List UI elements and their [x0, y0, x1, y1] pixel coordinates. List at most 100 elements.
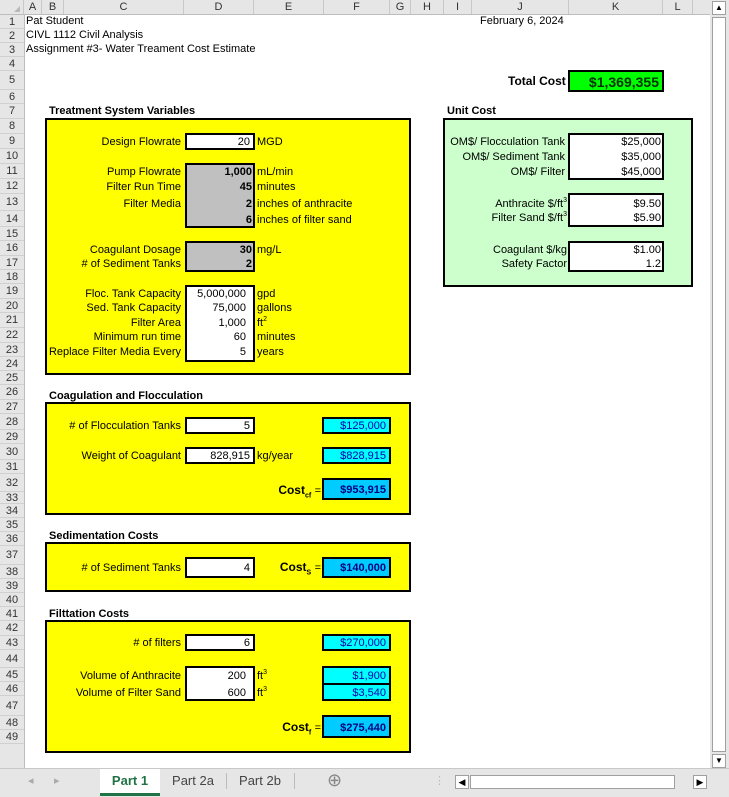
row-header-18[interactable]: 18 — [0, 270, 24, 284]
filters-input[interactable]: 6 — [185, 634, 255, 651]
sed-tank-om-value[interactable]: $35,000 — [621, 151, 661, 163]
vertical-scrollbar[interactable]: ▲ ▼ — [710, 0, 729, 770]
row-header-27[interactable]: 27 — [0, 400, 24, 414]
anthracite-depth-value[interactable]: 2 — [245, 198, 252, 210]
sed-capacity-value[interactable]: 75,000 — [212, 302, 246, 314]
row-header-14[interactable]: 14 — [0, 211, 24, 227]
column-header-g[interactable]: G — [390, 0, 411, 14]
coag-cost-cell[interactable]: $828,915 — [322, 447, 391, 464]
sand-price-value[interactable]: $5.90 — [633, 212, 661, 224]
row-header-2[interactable]: 2 — [0, 29, 24, 43]
column-header-b[interactable]: B — [42, 0, 64, 14]
row-header-25[interactable]: 25 — [0, 371, 24, 385]
row-header-30[interactable]: 30 — [0, 444, 24, 460]
coagulant-price-value[interactable]: $1.00 — [633, 244, 661, 256]
row-header-28[interactable]: 28 — [0, 414, 24, 430]
floc-tank-om-value[interactable]: $25,000 — [621, 136, 661, 148]
scroll-up-icon[interactable]: ▲ — [712, 1, 726, 15]
horizontal-scroll-thumb[interactable] — [470, 775, 675, 789]
column-header-j[interactable]: J — [472, 0, 569, 14]
next-sheet-icon[interactable]: ▸ — [54, 775, 60, 787]
row-header-41[interactable]: 41 — [0, 607, 24, 621]
row-header-33[interactable]: 33 — [0, 492, 24, 504]
sand-volume-value[interactable]: 600 — [227, 687, 246, 699]
tab-part-2b[interactable]: Part 2b — [239, 773, 281, 788]
design-flowrate-input[interactable]: 20 — [185, 133, 255, 150]
column-header-k[interactable]: K — [569, 0, 663, 14]
column-header-i[interactable]: I — [444, 0, 472, 14]
row-header-13[interactable]: 13 — [0, 194, 24, 211]
add-sheet-icon[interactable]: ⊕ — [327, 770, 343, 790]
column-header-l[interactable]: L — [663, 0, 693, 14]
row-header-40[interactable]: 40 — [0, 593, 24, 607]
row-header-43[interactable]: 43 — [0, 636, 24, 650]
prev-sheet-icon[interactable]: ◂ — [28, 775, 34, 787]
filter-run-time-value[interactable]: 45 — [239, 181, 252, 193]
row-header-39[interactable]: 39 — [0, 579, 24, 593]
row-header-4[interactable]: 4 — [0, 57, 24, 71]
filters-cost-cell[interactable]: $270,000 — [322, 634, 391, 651]
row-header-20[interactable]: 20 — [0, 299, 24, 313]
sed-total-cell[interactable]: $140,000 — [322, 557, 391, 578]
row-header-15[interactable]: 15 — [0, 227, 24, 241]
tab-part-1[interactable]: Part 1 — [100, 769, 160, 796]
floc-tanks-input[interactable]: 5 — [185, 417, 255, 434]
row-header-5[interactable]: 5 — [0, 71, 24, 90]
row-header-49[interactable]: 49 — [0, 730, 24, 744]
column-header-e[interactable]: E — [254, 0, 324, 14]
row-header-6[interactable]: 6 — [0, 90, 24, 104]
tab-part-2a[interactable]: Part 2a — [172, 773, 214, 788]
anthracite-volume-value[interactable]: 200 — [227, 670, 246, 682]
row-header-31[interactable]: 31 — [0, 460, 24, 474]
scroll-right-icon[interactable]: ▶ — [693, 775, 707, 789]
row-header-22[interactable]: 22 — [0, 328, 24, 343]
row-header-21[interactable]: 21 — [0, 313, 24, 328]
row-header-42[interactable]: 42 — [0, 621, 24, 636]
row-header-3[interactable]: 3 — [0, 43, 24, 57]
vertical-scroll-thumb[interactable] — [712, 17, 726, 752]
select-all-corner[interactable] — [0, 0, 24, 14]
row-header-36[interactable]: 36 — [0, 532, 24, 546]
row-header-11[interactable]: 11 — [0, 164, 24, 179]
row-header-35[interactable]: 35 — [0, 518, 24, 532]
filt-total-cell[interactable]: $275,440 — [322, 715, 391, 738]
tab-splitter-icon[interactable]: ⋮ — [434, 775, 445, 787]
row-header-47[interactable]: 47 — [0, 696, 24, 716]
coag-weight-input[interactable]: 828,915 — [185, 447, 255, 464]
row-header-17[interactable]: 17 — [0, 256, 24, 270]
sediment-tanks-value[interactable]: 2 — [245, 258, 252, 270]
min-run-time-value[interactable]: 60 — [233, 331, 246, 343]
floc-tanks-cost-cell[interactable]: $125,000 — [322, 417, 391, 434]
row-header-45[interactable]: 45 — [0, 668, 24, 682]
row-header-8[interactable]: 8 — [0, 119, 24, 134]
row-header-19[interactable]: 19 — [0, 284, 24, 299]
row-header-26[interactable]: 26 — [0, 385, 24, 400]
row-header-12[interactable]: 12 — [0, 179, 24, 194]
row-header-32[interactable]: 32 — [0, 474, 24, 492]
column-header-h[interactable]: H — [411, 0, 444, 14]
safety-factor-value[interactable]: 1.2 — [645, 258, 661, 270]
column-header-d[interactable]: D — [184, 0, 254, 14]
column-header-f[interactable]: F — [324, 0, 390, 14]
row-header-46[interactable]: 46 — [0, 682, 24, 696]
total-cost-cell[interactable]: $1,369,355 — [568, 70, 664, 92]
sed-tanks-input[interactable]: 4 — [185, 557, 255, 578]
row-header-44[interactable]: 44 — [0, 650, 24, 668]
row-header-1[interactable]: 1 — [0, 15, 24, 29]
sand-depth-value[interactable]: 6 — [245, 214, 252, 226]
row-header-10[interactable]: 10 — [0, 149, 24, 164]
row-header-48[interactable]: 48 — [0, 716, 24, 730]
coagulant-dosage-value[interactable]: 30 — [239, 244, 252, 256]
row-header-34[interactable]: 34 — [0, 504, 24, 518]
row-header-7[interactable]: 7 — [0, 104, 24, 119]
row-header-23[interactable]: 23 — [0, 343, 24, 357]
row-header-9[interactable]: 9 — [0, 134, 24, 149]
row-header-37[interactable]: 37 — [0, 546, 24, 565]
scroll-down-icon[interactable]: ▼ — [712, 754, 726, 768]
filter-om-value[interactable]: $45,000 — [621, 166, 661, 178]
row-header-29[interactable]: 29 — [0, 430, 24, 444]
pump-flowrate-value[interactable]: 1,000 — [224, 166, 252, 178]
scroll-left-icon[interactable]: ◀ — [455, 775, 469, 789]
filter-area-value[interactable]: 1,000 — [218, 317, 246, 329]
sand-cost-cell[interactable]: $3,540 — [322, 683, 391, 701]
